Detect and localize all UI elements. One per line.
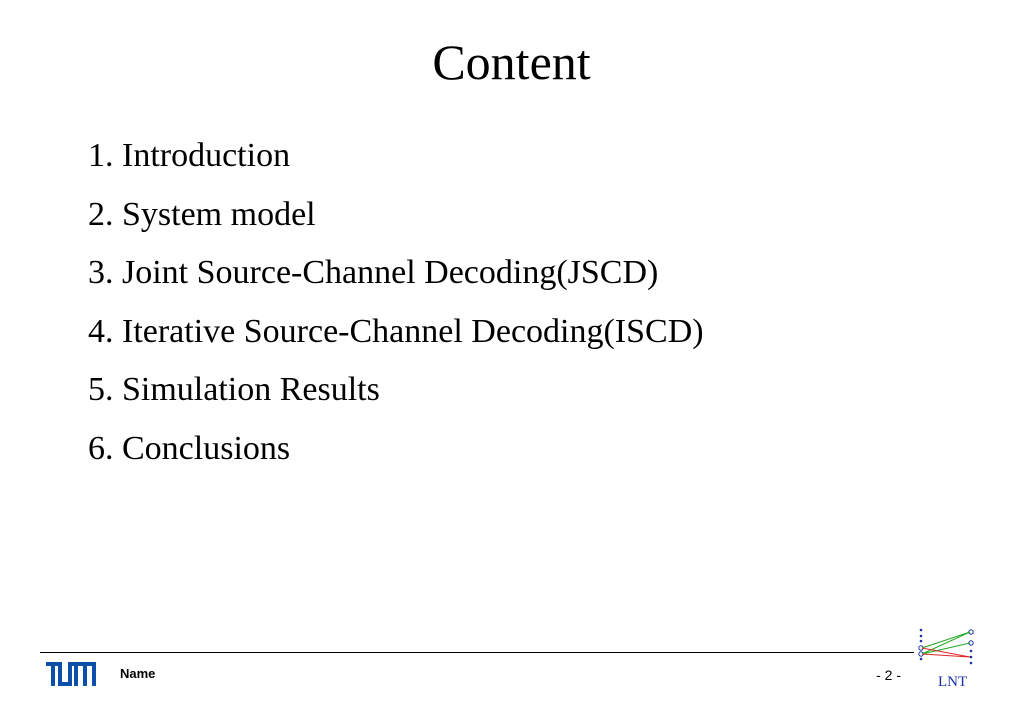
list-item: 4. Iterative Source-Channel Decoding(ISC… <box>88 312 704 350</box>
page-number: - 2 - <box>876 667 901 683</box>
content-list: 1. Introduction 2. System model 3. Joint… <box>88 136 704 488</box>
list-item: 1. Introduction <box>88 137 291 174</box>
list-item: 5. Simulation Results <box>88 371 380 409</box>
slide-title: Content <box>432 34 591 90</box>
lnt-logo-text: LNT <box>938 674 968 690</box>
list-item: 6. Conclusions <box>88 429 291 467</box>
footer-divider <box>40 652 914 653</box>
lnt-logo-icon <box>918 628 974 665</box>
author-name: Name <box>120 666 156 681</box>
tum-logo-icon <box>46 662 96 686</box>
list-item: 3. Joint Source-Channel Decoding(JSCD) <box>88 254 659 292</box>
list-item: 2. System model <box>88 195 316 233</box>
